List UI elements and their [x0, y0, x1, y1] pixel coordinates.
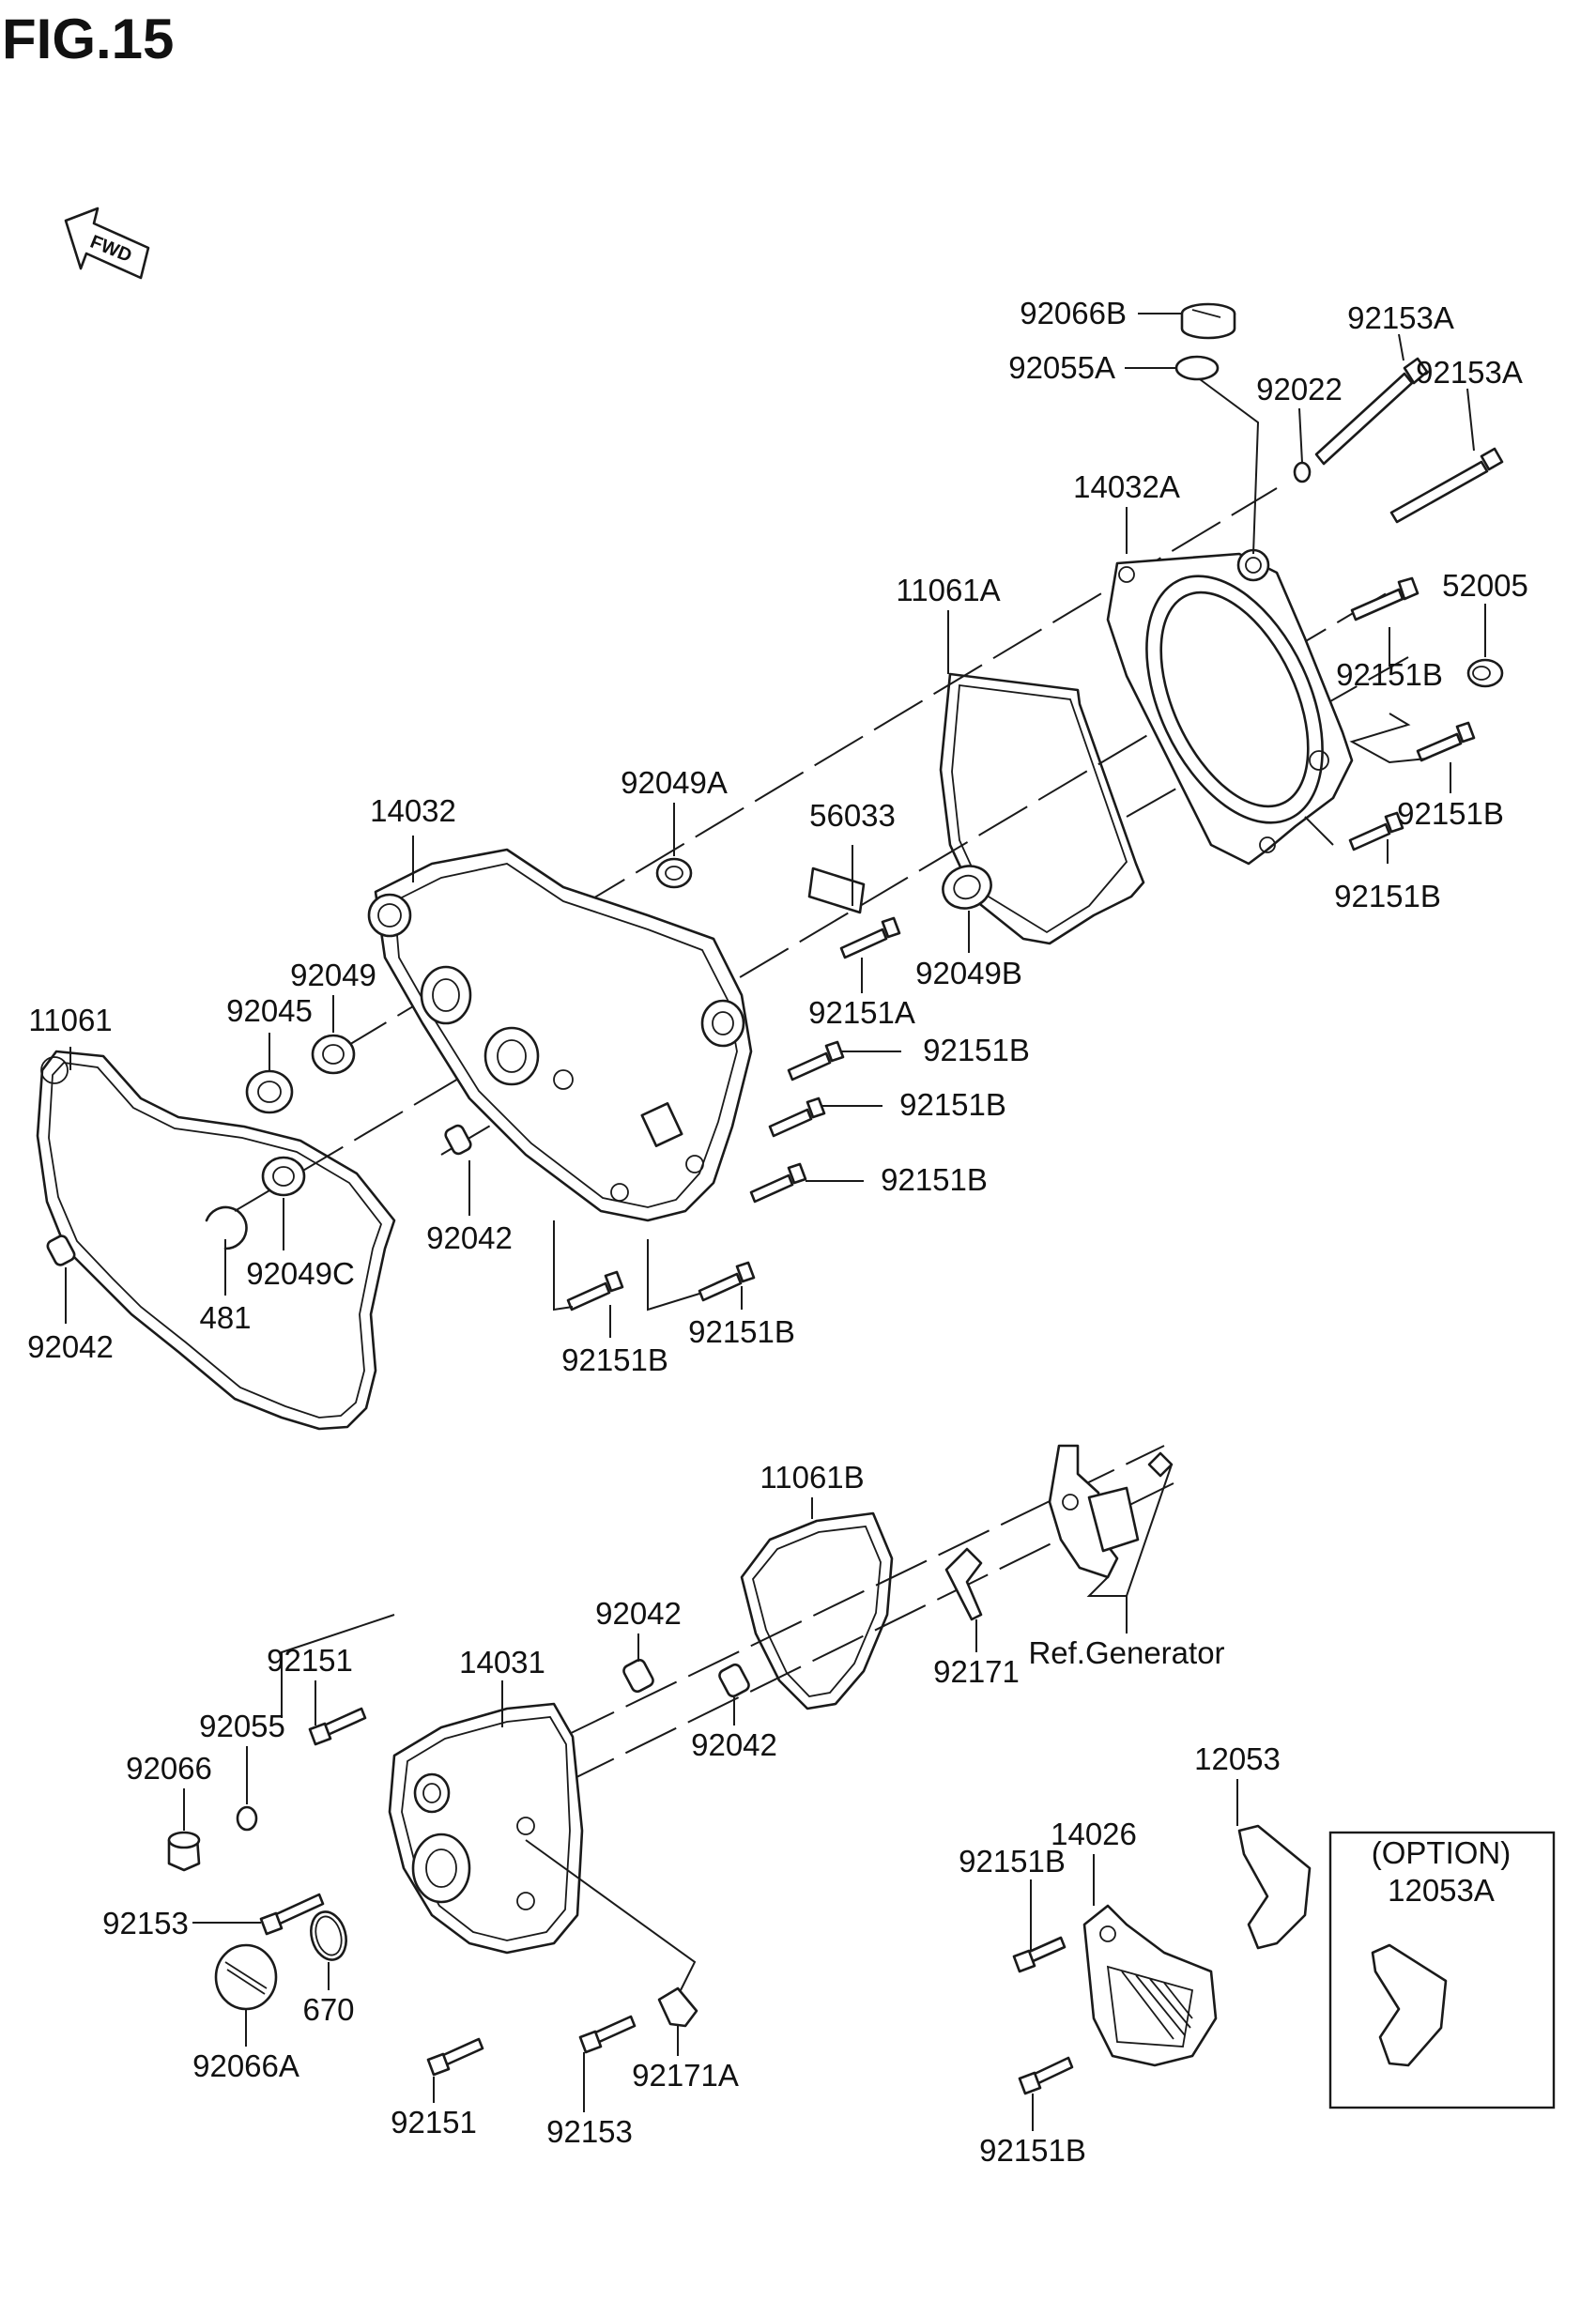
callout: 92045: [226, 993, 313, 1028]
callout: 92066A: [192, 2048, 299, 2083]
callout: 11061: [28, 1003, 112, 1037]
part-92066-plug: [167, 1831, 201, 1872]
callout: 92153A: [1416, 355, 1523, 390]
part-92049-bearing: [311, 1034, 356, 1075]
callout: 14026: [1051, 1817, 1137, 1851]
part-92049c-seal: [261, 1156, 306, 1197]
part-92055a-o-ring: [1174, 355, 1220, 381]
callout: 92151B: [899, 1087, 1006, 1122]
part-14031-cover: [388, 1702, 584, 1955]
part-92171a-clamp: [657, 1986, 698, 2028]
callout: 92151B: [561, 1342, 668, 1377]
callout: 92022: [1256, 372, 1343, 406]
callout: 92066B: [1020, 296, 1127, 330]
callout: 92042: [27, 1329, 114, 1364]
part-92049b-oil-seal: [942, 865, 992, 910]
callout: 92151B: [1336, 657, 1443, 692]
callout: 92153: [102, 1906, 189, 1940]
callout: 11061B: [760, 1460, 864, 1495]
part-92153a-bolt-1: [1314, 357, 1429, 466]
figure-title: FIG.15: [2, 8, 174, 70]
part-11061-gasket: [36, 1050, 396, 1431]
part-14032a-outer-cover: [1106, 548, 1354, 866]
part-92171-clamp: [944, 1547, 983, 1621]
part-92151b-bolts-upper: [1348, 576, 1476, 851]
callout: 14032A: [1073, 469, 1180, 504]
part-92151b-bolts-inner: [566, 1040, 845, 1311]
part-11061b-gasket: [740, 1511, 894, 1710]
part-92055-o-ring: [236, 1805, 258, 1832]
callout: 92151B: [1397, 796, 1504, 831]
callout: 92151: [267, 1643, 353, 1678]
part-generator-bracket: [1048, 1444, 1174, 1579]
callout: 92055: [199, 1709, 285, 1743]
callout: 92042: [426, 1220, 513, 1255]
part-92042-dowel-left: [46, 1235, 76, 1266]
callout: 92049B: [915, 956, 1022, 990]
callout: 481: [199, 1300, 251, 1335]
part-92042-dowel-mid: [444, 1124, 472, 1156]
callout: 670: [302, 1992, 354, 2027]
part-92151a-bolt: [839, 916, 901, 959]
callout: 92042: [691, 1727, 777, 1762]
callout: 11061A: [896, 573, 1000, 607]
callout: 12053: [1194, 1741, 1281, 1776]
part-92153a-bolt-2: [1389, 447, 1504, 524]
leader-lines: [65, 313, 1486, 2131]
forward-arrow-icon: FWD: [64, 207, 150, 280]
callout-labels: 92066B 92055A 92153A 92153A 92022 14032A…: [27, 296, 1528, 2168]
part-12053-plate: [1237, 1824, 1312, 1950]
callout: 92066: [126, 1751, 212, 1786]
callout: 92153A: [1347, 300, 1454, 335]
part-52005-seal: [1466, 658, 1504, 688]
part-92151-bolts: [308, 1707, 484, 2077]
callout: 92151B: [881, 1162, 988, 1197]
option-box: (OPTION) 12053A: [1328, 1831, 1556, 2109]
part-481-circlip: [205, 1205, 248, 1250]
part-92049a-seal: [655, 857, 693, 889]
callout: 52005: [1442, 568, 1528, 603]
part-14026-cover: [1082, 1904, 1218, 2067]
part-92045-bearing: [245, 1069, 294, 1114]
part-11061a-gasket: [939, 672, 1145, 945]
callout: 56033: [809, 798, 896, 833]
callout: 92151B: [1334, 879, 1441, 913]
part-56033-label: [807, 867, 866, 914]
part-14032-inner-cover: [367, 848, 753, 1222]
callout: 14032: [370, 793, 456, 828]
callout: 92151B: [959, 1844, 1066, 1879]
part-92153-bolts: [259, 1893, 637, 2054]
callout: Ref.Generator: [1028, 1635, 1224, 1670]
callout: 92151B: [688, 1314, 795, 1349]
callout: 92171: [933, 1654, 1020, 1689]
callout: 92151B: [979, 2133, 1086, 2168]
callout: 92049: [290, 958, 376, 992]
option-heading: (OPTION): [1372, 1835, 1511, 1870]
part-92042-dowel-lower-1: [622, 1658, 654, 1694]
part-92066a-plug: [214, 1943, 278, 2011]
callout: 92151B: [923, 1033, 1030, 1067]
option-part-label: 12053A: [1388, 1873, 1495, 1908]
callout: 92042: [595, 1596, 682, 1631]
callout: 92151: [391, 2105, 477, 2140]
part-92066b-plug: [1180, 302, 1236, 340]
callout: 14031: [459, 1645, 545, 1679]
callout: 92055A: [1008, 350, 1115, 385]
callout: 92153: [546, 2114, 633, 2149]
part-92042-dowel-lower-2: [718, 1663, 750, 1698]
part-92151b-bolts-lower: [1012, 1936, 1074, 2095]
callout: 92151A: [808, 995, 915, 1030]
callout: 92171A: [632, 2058, 739, 2093]
callout: 92049C: [246, 1256, 355, 1291]
part-12053a-plate: [1371, 1943, 1448, 2067]
part-92022-washer: [1293, 461, 1312, 483]
callout: 92049A: [621, 765, 728, 800]
part-670-o-ring: [310, 1910, 347, 1961]
